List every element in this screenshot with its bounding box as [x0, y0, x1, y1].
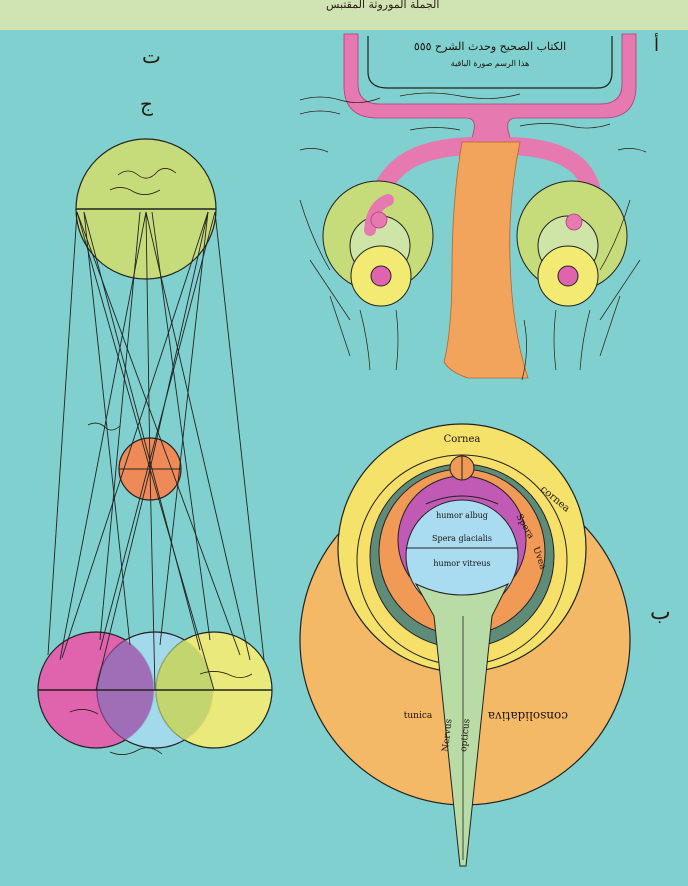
label-cornea-top: Cornea	[444, 434, 481, 445]
optic-chiasm-diagram: الكتاب الصحيح وحدث الشرح ٥٥٥ هذا الرسم ص…	[300, 34, 646, 380]
brain-title-line2: هذا الرسم صورة الباقية	[451, 59, 529, 68]
optic-trunk	[444, 142, 528, 378]
label-humor-vitreus: humor vitreus	[433, 559, 490, 568]
label-spera-glacialis: Spera glacialis	[432, 534, 492, 543]
brain-title-line1: الكتاب الصحيح وحدث الشرح ٥٥٥	[414, 40, 566, 53]
label-humor-albug: humor albug	[436, 511, 488, 520]
label-tunica: tunica	[404, 711, 433, 721]
ray-diagram	[38, 139, 272, 755]
label-consolidativa: consolidativa	[488, 709, 568, 723]
right-eye-pupil	[558, 266, 578, 286]
eye-cross-section: Cornea cornea humor albug Uvea Spera Spe…	[300, 424, 630, 866]
left-eye-pupil	[371, 266, 391, 286]
